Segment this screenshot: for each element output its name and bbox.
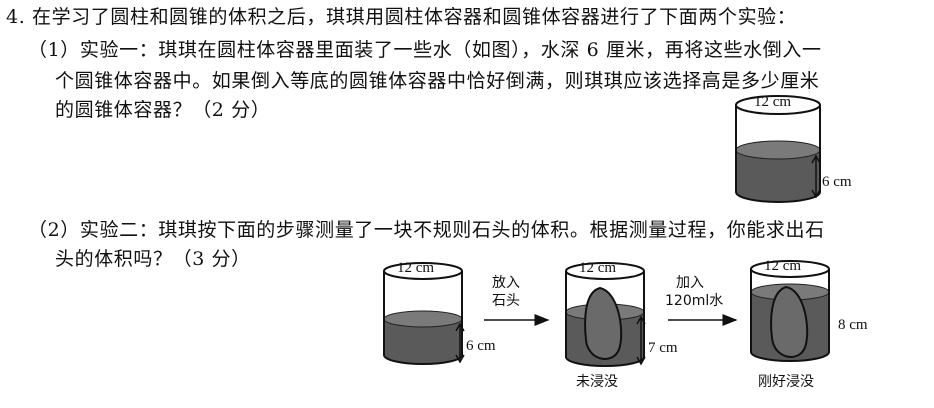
- stone-2c: [770, 285, 809, 358]
- part1-line-1: （1）实验一：琪琪在圆柱体容器里面装了一些水（如图），水深 6 厘米，再将这些水…: [28, 39, 822, 61]
- stone-2b: [584, 286, 623, 360]
- fig2c-depth-label: 8 cm: [838, 317, 868, 333]
- cylinder-figure-2a: 12 cm 6 cm: [383, 260, 496, 365]
- part1-line-3: 的圆锥体容器？（2 分）: [55, 99, 271, 121]
- fig2a-depth-marker: [455, 322, 465, 364]
- fig2c-diameter-label: 12 cm: [764, 258, 801, 274]
- arrow-add-water: 加入 120ml水: [665, 275, 738, 326]
- fig2a-diameter-label: 12 cm: [397, 260, 434, 276]
- cylinder-figure-2c: 12 cm 8 cm 刚好浸没: [750, 258, 868, 390]
- fig2b-depth-label: 7 cm: [648, 340, 678, 356]
- fig2b-diameter-label: 12 cm: [579, 260, 616, 276]
- arrow1-label-line2: 石头: [492, 293, 520, 309]
- fig1-depth-label: 6 cm: [822, 174, 852, 190]
- arrow2-label-line2: 120ml水: [665, 293, 723, 309]
- part2-line-2: 头的体积吗？（3 分）: [55, 248, 251, 270]
- cylinder-figure-2b: 12 cm 7 cm 未浸没: [565, 260, 678, 390]
- fig2b-caption: 未浸没: [576, 374, 618, 390]
- question-title: 4. 在学习了圆柱和圆锥的体积之后，琪琪用圆柱体容器和圆锥体容器进行了下面两个实…: [6, 6, 797, 28]
- part2-line-1: （2）实验二：琪琪按下面的步骤测量了一块不规则石头的体积。根据测量过程，你能求出…: [28, 219, 825, 241]
- arrow-add-stone: 放入 石头: [484, 275, 550, 326]
- fig2b-depth-marker: [636, 315, 646, 366]
- fig2c-caption: 刚好浸没: [758, 374, 814, 390]
- arrow2-label-line1: 加入: [676, 275, 704, 291]
- fig2a-depth-label: 6 cm: [466, 338, 496, 354]
- arrow1-label-line1: 放入: [492, 275, 520, 291]
- part1-line-2: 个圆锥体容器中。如果倒入等底的圆锥体容器中恰好倒满，则琪琪应该选择高是多少厘米: [55, 70, 820, 92]
- fig1-depth-marker: [811, 154, 821, 199]
- fig1-diameter-label: 12 cm: [754, 94, 791, 110]
- cylinder-figure-1: 12 cm 6 cm: [735, 94, 852, 203]
